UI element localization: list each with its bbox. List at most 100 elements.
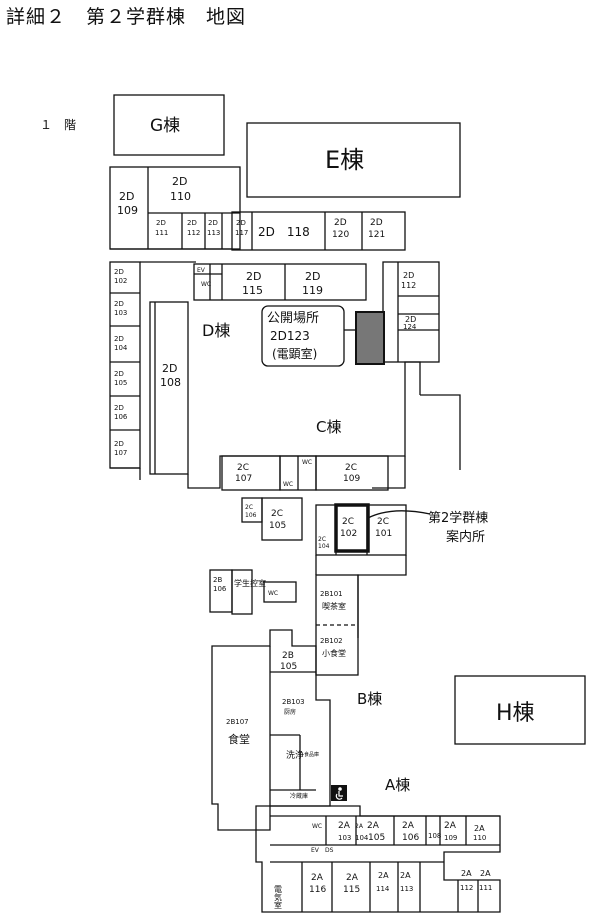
room-2d109-b: 109	[117, 204, 138, 217]
h-building-outline	[454, 675, 586, 745]
room-2a112-b: 112	[460, 884, 473, 892]
room-2d107-a: 2D	[114, 440, 124, 448]
room-2d108-b: 108	[160, 376, 181, 389]
building-label-c: C棟	[316, 418, 341, 436]
room-2d107-b: 107	[114, 449, 127, 457]
room-2a103-b: 103	[338, 834, 351, 842]
building-label-e: E棟	[325, 146, 364, 174]
room-2d103-a: 2D	[114, 300, 124, 308]
room-2c106-b: 106	[245, 512, 257, 519]
guide-office-annotation-line2: 案内所	[446, 529, 485, 545]
room-2a104-a: 2A	[355, 823, 364, 830]
d115-wing	[193, 263, 367, 301]
room-2a106-b: 106	[402, 833, 419, 843]
room-2c109-b: 109	[343, 474, 360, 484]
room-2c102-a: 2C	[342, 517, 354, 527]
room-2a109-a: 2A	[444, 821, 457, 831]
room-2d112s-a: 2D	[187, 219, 197, 227]
room-2b105-a: 2B	[282, 651, 294, 661]
room-2b102: 2B102	[320, 637, 343, 645]
guide-office-highlight	[334, 503, 370, 553]
room-2d124-b: 124	[403, 323, 417, 331]
room-2d115-b: 115	[242, 284, 263, 297]
map-title: 詳細２ 第２学群棟 地図	[6, 6, 247, 28]
room-2a113-b: 113	[400, 885, 413, 893]
room-2a116-a: 2A	[311, 873, 324, 883]
building-label-h: H棟	[496, 701, 535, 726]
room-2d124-a: 2D	[405, 315, 416, 324]
room-2a111-a: 2A	[480, 869, 491, 878]
room-2d110-b: 110	[170, 190, 191, 203]
b107-dining-hall	[211, 629, 331, 831]
room-2d111-a: 2D	[156, 219, 166, 227]
room-2c107-a: 2C	[237, 463, 249, 473]
room-2d106-b: 106	[114, 413, 128, 421]
venue-room-name: (電顕室)	[272, 346, 317, 361]
room-2d120-b: 120	[332, 230, 349, 240]
room-2a105-b: 105	[368, 833, 385, 843]
room-2a105-a: 2A	[367, 821, 380, 831]
room-2c106-a: 2C	[245, 504, 253, 511]
room-2d102-b: 102	[114, 277, 127, 285]
room-2d121-a: 2D	[370, 218, 383, 228]
electrical-room: 電気室	[274, 885, 283, 909]
room-2a104-b: 104	[355, 834, 369, 842]
room-2d119-b: 119	[302, 284, 323, 297]
room-2b101-name: 喫茶室	[322, 601, 346, 611]
restroom-a: WC	[312, 823, 322, 830]
room-2c109-a: 2C	[345, 463, 357, 473]
room-2a111-b: 111	[479, 884, 492, 892]
room-2b103-name: 厨房	[284, 708, 296, 716]
room-2b107-b: 食堂	[228, 732, 250, 746]
floor-label: １ 階	[40, 118, 77, 132]
room-2d112s-b: 112	[187, 229, 200, 237]
room-2a113-a: 2A	[400, 871, 411, 880]
room-2d106-a: 2D	[114, 404, 124, 412]
venue-name: 公開場所	[267, 311, 319, 326]
restroom-d: WC	[201, 281, 211, 288]
venue-room-2d123	[355, 311, 385, 365]
room-2a106-a: 2A	[402, 821, 415, 831]
room-2d119-a: 2D	[305, 270, 320, 283]
room-2d105-a: 2D	[114, 370, 124, 378]
room-2c107-b: 107	[235, 474, 252, 484]
c109-room	[315, 455, 389, 491]
building-label-b: B棟	[357, 690, 382, 708]
room-2c104-a: 2C	[318, 536, 326, 543]
room-2a110-a: 2A	[474, 824, 485, 833]
building-label-g: G棟	[150, 116, 180, 136]
room-2d113-b: 113	[207, 229, 220, 237]
room-2c101-b: 101	[375, 529, 392, 539]
venue-label-box	[261, 305, 345, 367]
restroom-c-upper: WC	[302, 459, 312, 466]
c107-room	[221, 455, 281, 491]
room-2a114-a: 2A	[378, 871, 389, 880]
e-building-outline	[246, 122, 461, 198]
room-2a116-b: 116	[309, 885, 326, 895]
g-building-outline	[113, 94, 225, 156]
room-2d111-b: 111	[155, 229, 168, 237]
room-2d113-a: 2D	[208, 219, 218, 227]
d118-wing	[231, 211, 406, 251]
room-2c102-b: 102	[340, 529, 357, 539]
annotation-leader-line	[367, 510, 431, 519]
room-2b105-b: 105	[280, 662, 297, 672]
room-2b101: 2B101	[320, 590, 343, 598]
room-2d117-b: 117	[235, 229, 248, 237]
room-2b103: 2B103	[282, 698, 305, 706]
student-lounge	[231, 569, 253, 615]
building-label-d: D棟	[202, 321, 230, 340]
room-2d112-a: 2D	[403, 271, 414, 280]
room-2d110-a: 2D	[172, 175, 187, 188]
refrigerator-room: 冷蔵庫	[290, 792, 308, 800]
d108-room	[149, 301, 189, 475]
washing-room: 洗浄	[286, 749, 304, 761]
room-2d102-a: 2D	[114, 268, 124, 276]
duct-space: DS	[325, 847, 334, 854]
room-2d104-a: 2D	[114, 335, 124, 343]
room-2a110-b: 110	[473, 834, 486, 842]
room-2d105-b: 105	[114, 379, 127, 387]
room-2d108-a: 2D	[162, 362, 177, 375]
restroom-c-lower: WC	[283, 481, 293, 488]
